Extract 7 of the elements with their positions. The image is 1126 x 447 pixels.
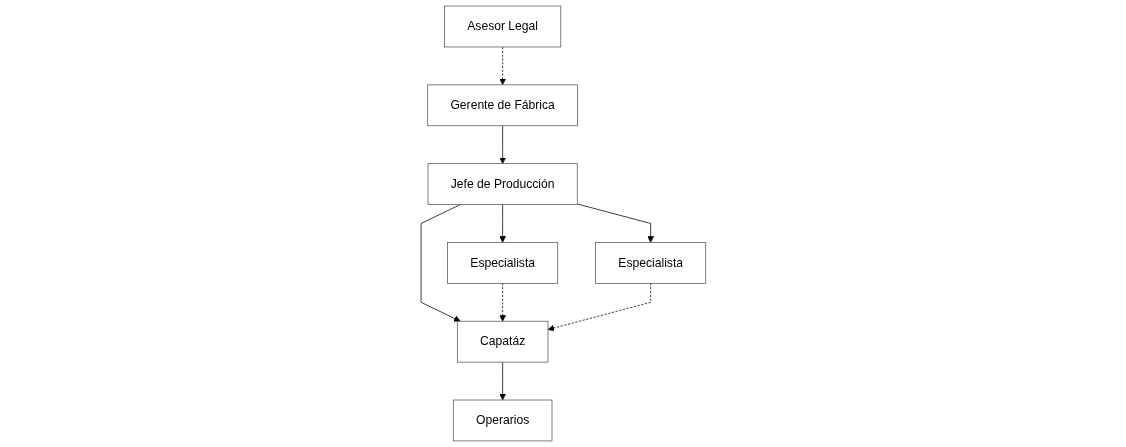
node-box: Capatáz xyxy=(456,320,548,363)
node-box: Asesor Legal xyxy=(443,5,561,48)
node-box: Especialista xyxy=(446,242,558,284)
node-box: Jefe de Producción xyxy=(427,163,578,205)
node-box: Operarios xyxy=(452,399,552,442)
node-box: Gerente de Fábrica xyxy=(426,84,578,127)
node-box: Especialista xyxy=(594,242,706,284)
